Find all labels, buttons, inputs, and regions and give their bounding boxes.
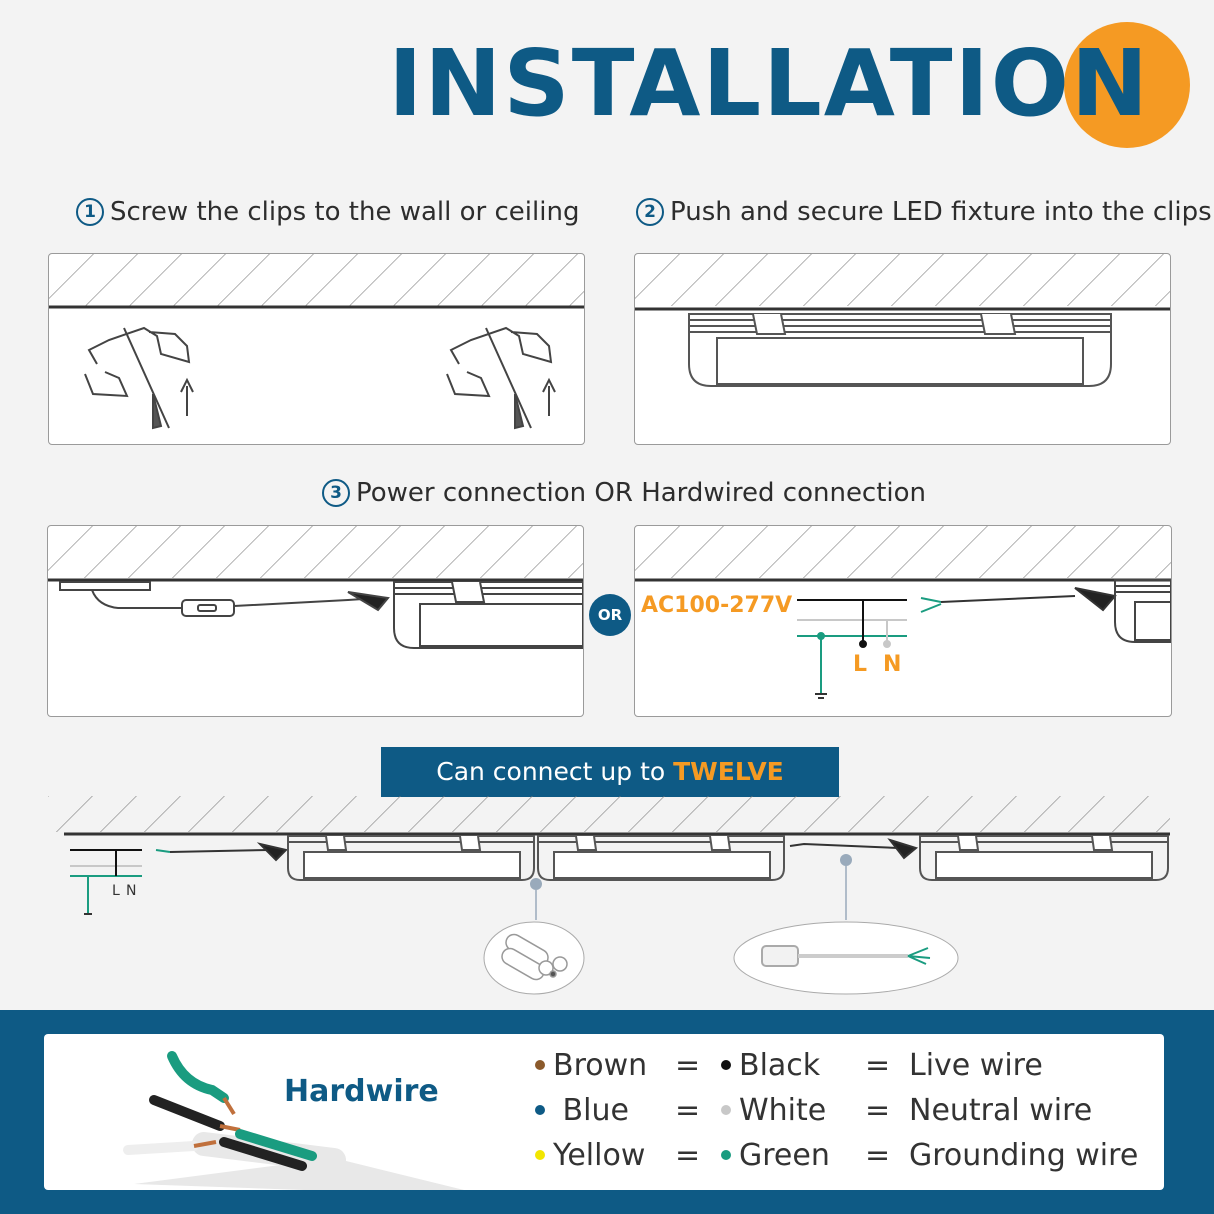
legend-meaning: Neutral wire bbox=[909, 1093, 1093, 1128]
wiring-diagram bbox=[797, 587, 1117, 699]
green-dot-icon bbox=[721, 1150, 731, 1160]
banner-highlight: TWELVE bbox=[673, 757, 784, 786]
legend-title: Hardwire bbox=[284, 1074, 439, 1109]
plug-icon bbox=[59, 581, 151, 591]
fixture-3-icon bbox=[919, 835, 1169, 881]
legend-card bbox=[44, 1034, 1164, 1190]
cord-marker-icon bbox=[840, 854, 852, 866]
neutral-label: N bbox=[883, 652, 902, 677]
step-3-text: Power connection OR Hardwired connection bbox=[356, 478, 927, 508]
connect-banner: Can connect up to TWELVE bbox=[381, 747, 839, 797]
power-cord-icon bbox=[761, 945, 931, 967]
legend-color-a: Brown bbox=[535, 1046, 647, 1086]
legend-eq: = bbox=[675, 1138, 701, 1173]
step-2-illustration bbox=[634, 253, 1171, 445]
brown-dot-icon bbox=[535, 1060, 545, 1070]
step-2-number: 2 bbox=[636, 198, 664, 226]
legend-color-b-text: Green bbox=[739, 1138, 830, 1173]
orange-accent-circle bbox=[1064, 22, 1190, 148]
black-dot-icon bbox=[721, 1060, 731, 1070]
legend-color-a-text: Brown bbox=[553, 1048, 648, 1083]
legend-meaning: Grounding wire bbox=[909, 1138, 1139, 1173]
connector-marker-icon bbox=[530, 878, 542, 890]
legend-eq: = bbox=[865, 1048, 891, 1083]
white-dot-icon bbox=[721, 1105, 731, 1115]
voltage-label: AC100-277V bbox=[641, 593, 793, 618]
legend-color-b: Green bbox=[721, 1136, 830, 1176]
clip-right-icon bbox=[446, 326, 556, 430]
banner-text: Can connect up to bbox=[436, 757, 674, 786]
legend-color-b: White bbox=[721, 1091, 826, 1131]
blue-dot-icon bbox=[535, 1105, 545, 1115]
hardwired-connection-illustration: AC100-277V L N bbox=[634, 525, 1172, 717]
fixture-1-icon bbox=[287, 835, 535, 881]
step-2-text: Push and secure LED fixture into the cli… bbox=[670, 197, 1212, 227]
legend-color-b-text: Black bbox=[739, 1048, 821, 1083]
chain-illustration: L N bbox=[48, 796, 1170, 1006]
hardwire-cable-icon bbox=[123, 1051, 464, 1190]
switch-icon bbox=[181, 599, 235, 617]
led-fixture-icon bbox=[688, 313, 1112, 387]
legend-color-b-text: White bbox=[739, 1093, 827, 1128]
coupler-icon bbox=[501, 933, 568, 981]
or-badge: OR bbox=[589, 594, 631, 636]
fixture-2-icon bbox=[537, 835, 785, 881]
legend-color-a-text: Blue bbox=[562, 1093, 629, 1128]
legend-meaning: Live wire bbox=[909, 1048, 1043, 1083]
power-connection-illustration bbox=[47, 525, 584, 717]
step-1-number: 1 bbox=[76, 198, 104, 226]
chain-live-label: L bbox=[112, 883, 120, 899]
live-label: L bbox=[853, 652, 868, 677]
chain-neutral-label: N bbox=[126, 883, 137, 899]
step-3-number: 3 bbox=[322, 479, 350, 507]
legend-color-a: Yellow bbox=[535, 1136, 645, 1176]
legend-eq: = bbox=[865, 1138, 891, 1173]
step-1-illustration bbox=[48, 253, 585, 445]
legend-eq: = bbox=[675, 1048, 701, 1083]
page-title: INSTALLATION bbox=[388, 30, 1150, 137]
clip-left-icon bbox=[84, 326, 194, 430]
legend-eq: = bbox=[675, 1093, 701, 1128]
step-1-text: Screw the clips to the wall or ceiling bbox=[110, 197, 580, 227]
legend-color-a: Blue bbox=[535, 1091, 629, 1131]
yellow-dot-icon bbox=[535, 1150, 545, 1160]
legend-eq: = bbox=[865, 1093, 891, 1128]
legend-color-a-text: Yellow bbox=[553, 1138, 646, 1173]
legend-color-b: Black bbox=[721, 1046, 820, 1086]
